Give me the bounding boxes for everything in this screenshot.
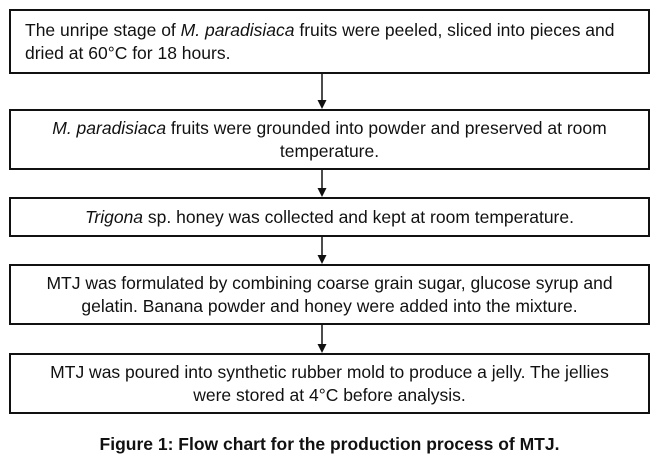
flow-step-5: MTJ was poured into synthetic rubber mol… bbox=[9, 353, 650, 414]
flow-arrow-1 bbox=[315, 74, 329, 109]
flow-step-5-text: MTJ was poured into synthetic rubber mol… bbox=[50, 361, 609, 405]
flow-step-1: The unripe stage of M. paradisiaca fruit… bbox=[9, 9, 650, 74]
flow-step-3: Trigona sp. honey was collected and kept… bbox=[9, 197, 650, 237]
flow-step-1-text: The unripe stage of M. paradisiaca fruit… bbox=[25, 19, 615, 63]
flow-step-4-text: MTJ was formulated by combining coarse g… bbox=[46, 272, 613, 316]
flow-arrow-3 bbox=[315, 237, 329, 264]
flow-arrow-4 bbox=[315, 325, 329, 353]
flow-step-2-text: M. paradisiaca fruits were grounded into… bbox=[52, 117, 607, 161]
flow-step-3-text: Trigona sp. honey was collected and kept… bbox=[85, 206, 574, 227]
flow-arrow-2 bbox=[315, 170, 329, 197]
flow-step-2: M. paradisiaca fruits were grounded into… bbox=[9, 109, 650, 170]
flow-step-4: MTJ was formulated by combining coarse g… bbox=[9, 264, 650, 325]
figure-caption: Figure 1: Flow chart for the production … bbox=[99, 434, 560, 454]
